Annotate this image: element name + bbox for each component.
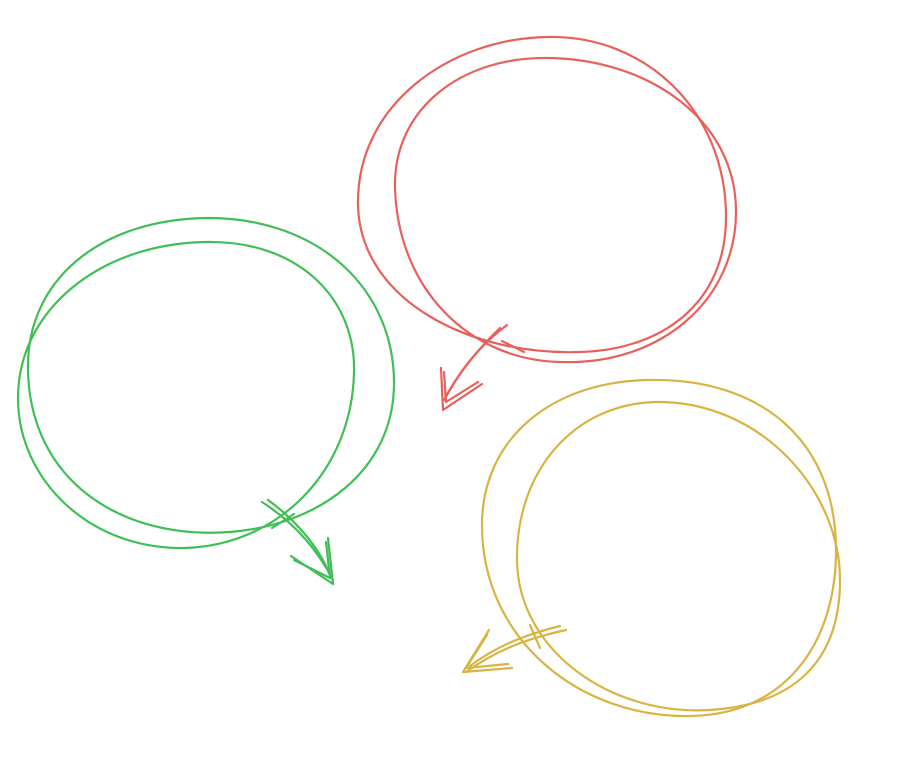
yellow-circle-stroke-outer [480, 378, 838, 718]
yellow-arrow-shaft-2 [468, 624, 562, 668]
green-arrow-shaft [260, 500, 335, 582]
yellow-arrow-shaft [464, 628, 568, 674]
green-circle-stroke-outer [26, 216, 396, 534]
green-circle-stroke-inner [16, 240, 356, 550]
green-sketch-circle[interactable] [16, 216, 396, 586]
green-arrow-head [289, 536, 335, 586]
yellow-arrow-tick [528, 623, 542, 650]
red-arrow-shaft-2 [445, 326, 502, 397]
yellow-sketch-circle[interactable] [461, 378, 842, 718]
yellow-arrow-head [461, 628, 514, 674]
yellow-circle-stroke-inner [515, 400, 842, 712]
green-arrow-tick [270, 512, 296, 530]
red-circle-stroke-inner [393, 56, 738, 364]
green-arrow-shaft-2 [266, 498, 332, 577]
red-sketch-circle[interactable] [356, 35, 738, 412]
red-circle-stroke-outer [356, 35, 728, 354]
red-arrow-tick [500, 339, 526, 354]
red-arrow-head [439, 366, 484, 412]
